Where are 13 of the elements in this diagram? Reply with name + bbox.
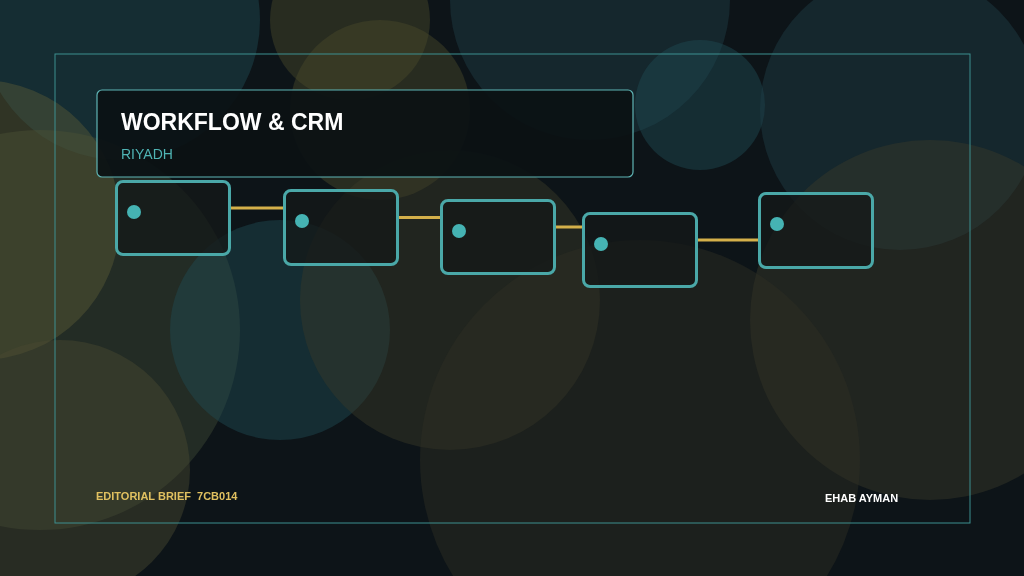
footer-note: EDITORIAL BRIEF 7CB014: [96, 490, 238, 502]
title: WORKFLOW & CRM: [121, 109, 344, 136]
connector-line: [231, 206, 283, 210]
subtitle: RIYADH: [121, 146, 173, 162]
author-name: EHAB AYMAN: [825, 492, 899, 504]
process-box: [440, 199, 556, 275]
process-box: [283, 189, 399, 266]
connector-line: [698, 238, 758, 242]
process-box: [115, 180, 231, 256]
process-box: [582, 212, 698, 288]
connector-line: [556, 225, 582, 229]
process-box: [758, 192, 874, 269]
connector-line: [399, 216, 440, 219]
